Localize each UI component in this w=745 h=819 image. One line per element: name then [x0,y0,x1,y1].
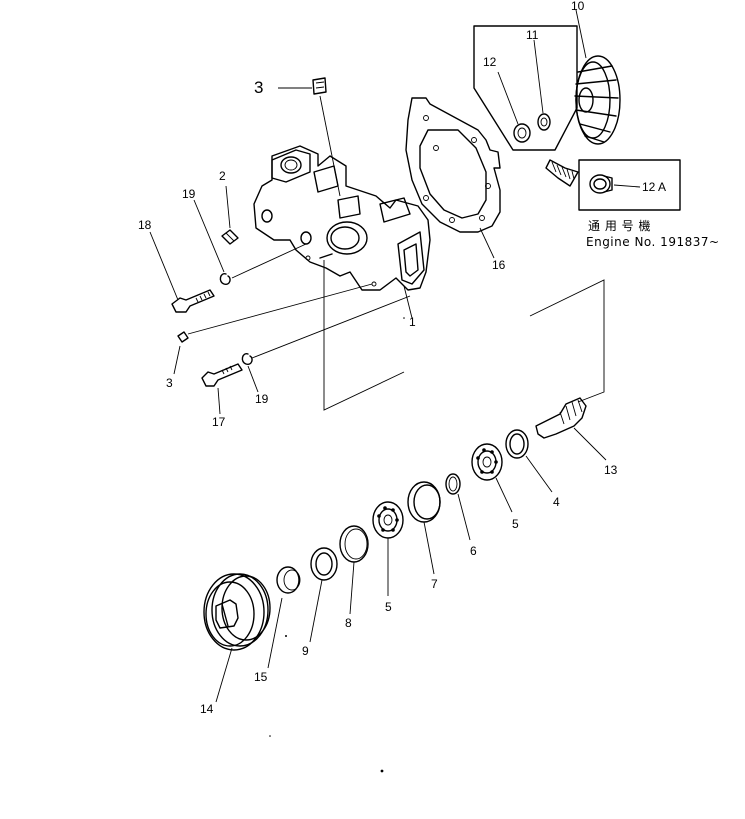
callout-1: 1 [409,315,416,329]
impeller-seal-inset-box [473,25,578,151]
part-18-bolt [149,231,215,313]
callout-14: 14 [200,702,214,716]
part-2-plug [221,185,239,245]
part-12a-inset-box [578,159,681,211]
part-3-plug-lower [173,283,373,375]
callout-6: 6 [470,544,477,558]
shaft-alignment-lines [323,260,605,411]
callout-11: 11 [526,28,539,42]
part-16-gasket [405,97,501,259]
part-6-snap-ring [445,473,471,541]
callout-4: 4 [553,495,560,509]
part-10-impeller [574,9,621,145]
callout-17: 17 [212,415,226,429]
callout-9: 9 [302,644,309,658]
part-11-seal [533,39,551,131]
callout-13: 13 [604,463,618,477]
callout-8: 8 [345,616,352,630]
callout-19-upper: 19 [182,187,196,201]
callout-12a: 12 A [642,180,667,194]
part-4-seal [505,429,553,493]
callout-18: 18 [138,218,152,232]
callout-3-lower: 3 [166,376,173,390]
part-17-bolt [201,363,243,415]
part-3-plug-top [278,77,341,197]
applicability-note-serial: Engine No. 191837~ [586,235,720,249]
callout-7: 7 [431,577,438,591]
callout-10: 10 [571,0,585,13]
callout-19-lower: 19 [255,392,269,406]
callout-16: 16 [492,258,506,272]
part-14-pulley [203,573,271,703]
part-7-collar [407,481,441,575]
part-5-bearing-upper [471,443,513,513]
callout-12: 12 [483,55,497,69]
part-5-bearing-lower [372,501,404,596]
part-19-washer-lower [241,295,411,393]
part-9-seal [309,547,338,643]
part-8-snap-ring [339,525,369,615]
applicability-note-jp: 通 用 号 機 [588,219,651,233]
part-13-shaft [535,397,607,461]
part-1-pump-body [253,145,431,319]
callout-5-upper: 5 [512,517,519,531]
callout-15: 15 [254,670,268,684]
callout-2: 2 [219,169,226,183]
callout-5-lower: 5 [385,600,392,614]
impeller-shaft-stub [545,159,579,187]
part-12-seal-washer [497,71,531,143]
callout-3-top: 3 [254,78,264,97]
part-19-washer-upper [193,199,307,286]
part-15-sleeve [267,566,301,669]
